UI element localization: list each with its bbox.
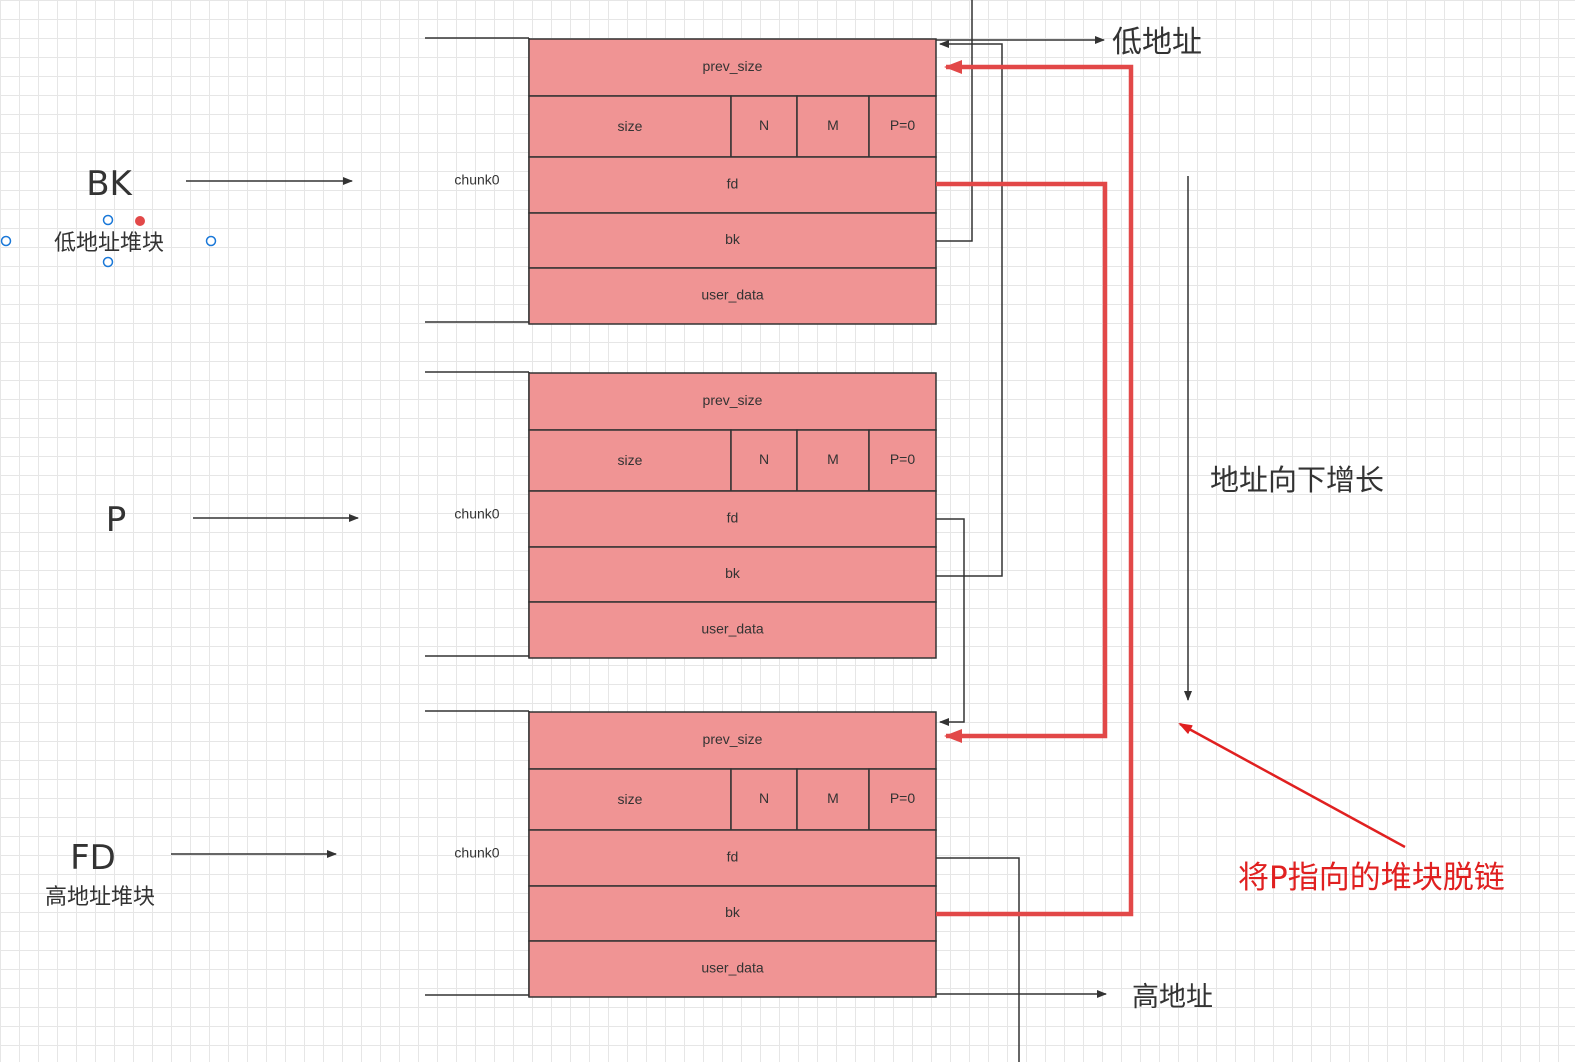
high-address-label: 高地址	[1132, 982, 1213, 1013]
user-data-cell[interactable]	[528, 940, 937, 998]
size-label: size	[618, 118, 643, 134]
prev-size-label: prev_size	[703, 392, 763, 408]
bk-cell[interactable]	[528, 212, 937, 269]
p-flag-label: P=0	[890, 451, 916, 467]
prev-size-label: prev_size	[703, 731, 763, 747]
fd-label: fd	[727, 176, 739, 192]
selection-handles[interactable]	[0, 214, 217, 268]
p-flag-cell[interactable]	[868, 768, 937, 831]
growth-label: 地址向下增长	[1210, 463, 1384, 497]
user-data-label: user_data	[701, 621, 763, 637]
bk-cell[interactable]	[528, 546, 937, 603]
p-flag-label: P=0	[890, 117, 916, 133]
prev-size-cell[interactable]	[528, 711, 937, 770]
bk-label: bk	[725, 231, 741, 247]
p-pointer-label: P	[106, 500, 127, 540]
size-label: size	[618, 452, 643, 468]
bk-label: bk	[725, 904, 741, 920]
n-flag-cell[interactable]	[730, 768, 798, 831]
red-fd-to-fd-chunk	[936, 181, 1108, 743]
p-flag-cell[interactable]	[868, 429, 937, 492]
chunk-label: chunk0	[454, 172, 499, 188]
prev-size-label: prev_size	[703, 58, 763, 74]
n-flag-label: N	[759, 790, 769, 806]
fd-label: fd	[727, 510, 739, 526]
fd-link-chunk2-down	[936, 857, 1020, 1062]
red-bk-to-bk-chunk	[936, 60, 1134, 917]
m-flag-label: M	[827, 790, 839, 806]
chunk-label: chunk0	[454, 506, 499, 522]
n-flag-label: N	[759, 451, 769, 467]
annotation-arrow	[1178, 722, 1406, 849]
unlink-annotation: 将P指向的堆块脱链	[1238, 860, 1505, 896]
bk-pointer-label: BK	[86, 164, 133, 204]
bk-link-chunk1-to-chunk0	[936, 40, 1003, 577]
m-flag-cell[interactable]	[796, 429, 870, 492]
fd-pointer-note: 高地址堆块	[45, 885, 155, 910]
size-cell[interactable]	[528, 768, 732, 831]
fd-link-chunk1-to-chunk2	[936, 518, 965, 726]
size-cell[interactable]	[528, 95, 732, 158]
bk-label: bk	[725, 565, 741, 581]
fd-label: fd	[727, 849, 739, 865]
n-flag-cell[interactable]	[730, 95, 798, 158]
fd-pointer-label: FD	[70, 838, 116, 878]
p-flag-label: P=0	[890, 790, 916, 806]
bk-cell[interactable]	[528, 885, 937, 942]
fd-cell[interactable]	[528, 490, 937, 548]
n-flag-cell[interactable]	[730, 429, 798, 492]
bk-link-chunk0-to-low	[936, 0, 973, 242]
low-address-label: 低地址	[1112, 25, 1202, 60]
user-data-label: user_data	[701, 287, 763, 303]
size-label: size	[618, 791, 643, 807]
user-data-cell[interactable]	[528, 267, 937, 325]
user-data-label: user_data	[701, 960, 763, 976]
user-data-cell[interactable]	[528, 601, 937, 659]
fd-cell[interactable]	[528, 829, 937, 887]
size-cell[interactable]	[528, 429, 732, 492]
m-flag-label: M	[827, 451, 839, 467]
chunk-label: chunk0	[454, 845, 499, 861]
m-flag-label: M	[827, 117, 839, 133]
prev-size-cell[interactable]	[528, 38, 937, 97]
n-flag-label: N	[759, 117, 769, 133]
bk-pointer-note: 低地址堆块	[54, 231, 164, 256]
